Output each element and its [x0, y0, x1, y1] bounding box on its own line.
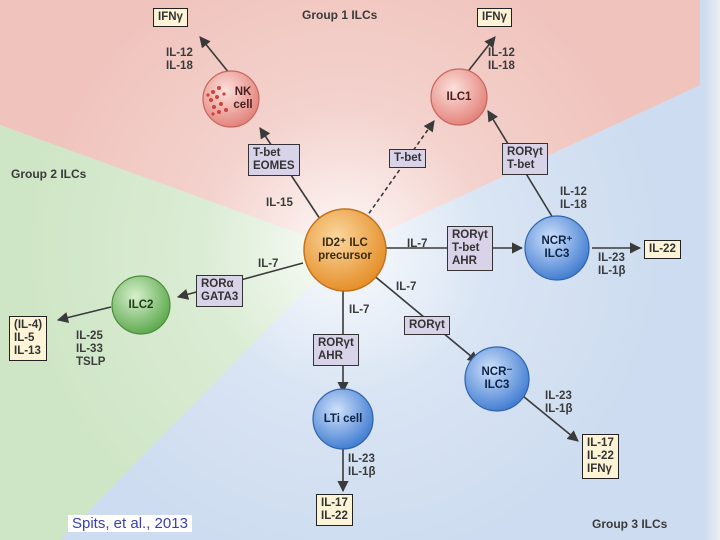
edge-ilc2-output: [56, 306, 112, 324]
cytokine-il7-ncrm: IL-7: [396, 281, 417, 293]
edge-ncrm-output: [517, 391, 579, 442]
ncrm-ilc3-label: NCR⁻ ILC3: [481, 366, 513, 391]
cytokines-ncrp-up: IL-12 IL-18: [560, 186, 587, 211]
tf-box-ncrp: RORγt T-bet AHR: [447, 226, 493, 271]
slide-edge-shadow: [704, 0, 720, 540]
cytokine-il7-ilc2: IL-7: [258, 258, 279, 270]
precursor-cell-shape: [303, 208, 387, 292]
tf-box-ilc1: T-bet: [389, 149, 427, 168]
citation: Spits, et al., 2013: [68, 515, 192, 532]
group2-title: Group 2 ILCs: [11, 167, 87, 181]
ilc2-label: ILC2: [128, 298, 154, 311]
ncrp-ilc3-label: NCR⁺ ILC3: [541, 235, 573, 260]
tf-box-nk: T-bet EOMES: [248, 144, 300, 176]
output-box-ilc1: IFNγ: [477, 8, 512, 27]
ncrm-ilc3-shape: [464, 346, 530, 412]
nk-granules: [206, 86, 228, 116]
nk-cell-shape: [202, 70, 260, 128]
cytokines-ilc1-input: IL-12 IL-18: [488, 47, 515, 72]
precursor-label: ID2⁺ ILC precursor: [318, 237, 372, 262]
lti-cell-label: LTi cell: [323, 412, 363, 425]
cytokine-il7-ncrp: IL-7: [407, 238, 428, 250]
output-box-lti: IL-17 IL-22: [316, 494, 353, 526]
ilc2-cell-shape: [111, 275, 171, 335]
cytokines-lti-output-input: IL-23 IL-1β: [348, 453, 376, 478]
output-box-ncrm: IL-17 IL-22 IFNγ: [582, 434, 619, 479]
ilc1-cell-shape: [430, 68, 488, 126]
group1-title: Group 1 ILCs: [302, 8, 378, 22]
output-box-nk: IFNγ: [153, 8, 188, 27]
tf-box-ncrm: RORγt: [404, 316, 450, 335]
cytokines-ncrp-output-input: IL-23 IL-1β: [598, 252, 626, 277]
cytokines-ilc2-output-input: IL-25 IL-33 TSLP: [76, 330, 106, 368]
cytokines-ncrm-output-input: IL-23 IL-1β: [545, 390, 573, 415]
ncrp-ilc3-shape: [524, 215, 590, 281]
cytokine-il15: IL-15: [266, 197, 293, 209]
tf-box-lti: RORγt AHR: [313, 334, 359, 366]
lti-cell-shape: [312, 388, 374, 450]
group3-title: Group 3 ILCs: [592, 517, 668, 531]
ilc1-label: ILC1: [446, 90, 472, 103]
cytokines-nk-input: IL-12 IL-18: [166, 47, 193, 72]
cytokine-il7-lti: IL-7: [349, 304, 370, 316]
nk-cell-label: NK cell: [233, 86, 253, 111]
output-box-ilc2: (IL-4) IL-5 IL-13: [9, 316, 48, 361]
tf-box-ncrp-ilc1: RORγt T-bet: [502, 143, 548, 175]
edge-precursor-ilc1: [364, 120, 435, 220]
tf-box-ilc2: RORα GATA3: [196, 275, 244, 307]
output-box-ncrp: IL-22: [644, 240, 681, 259]
